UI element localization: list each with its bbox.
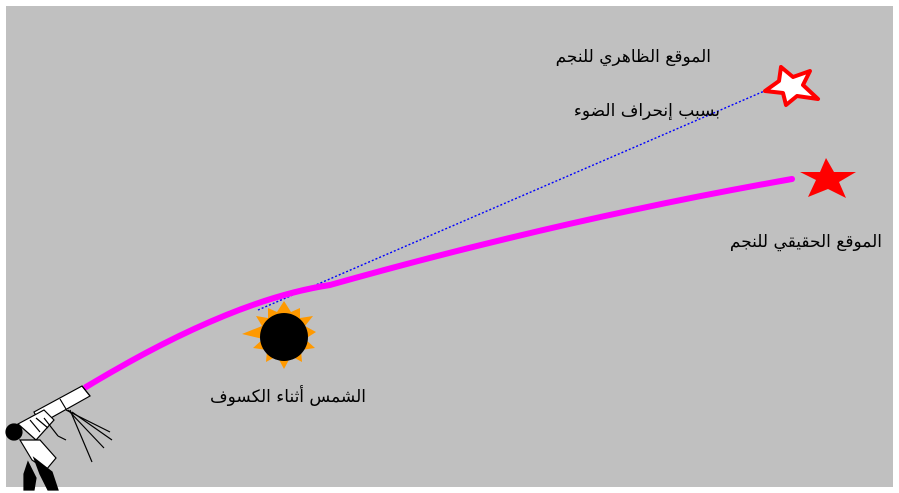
outlined-star-icon [763,65,820,107]
diagram-background [6,6,893,487]
apparent-position-label: الموقع الظاهري للنجم [555,47,711,67]
true-position-label: الموقع الحقيقي للنجم [729,232,882,252]
light-deflection-label: بسبب إنحراف الضوء [573,101,720,121]
telescope-observer-icon [5,385,113,491]
filled-star-icon [800,158,856,198]
eclipsed-sun-icon [242,301,316,369]
eclipse-sun-label: الشمس أثناء الكسوف [210,387,366,407]
bent-light-path [83,176,795,390]
